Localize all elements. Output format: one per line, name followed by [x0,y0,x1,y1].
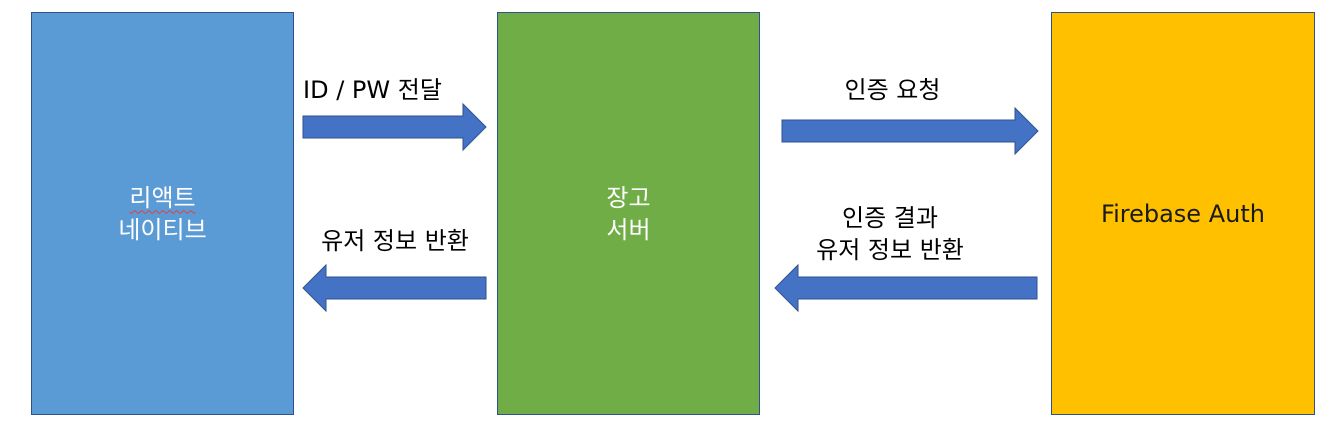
arrow-send-credentials [302,102,487,152]
firebase-label: Firebase Auth [1101,199,1265,228]
label-return-user-info: 유저 정보 반환 [321,227,469,255]
label-auth-result: 인증 결과 유저 정보 반환 [790,202,990,266]
django-label-line2: 서버 [606,215,651,244]
arrow-return-user-info [302,263,487,313]
firebase-auth-node: Firebase Auth [1051,12,1315,415]
django-label-line1: 장고 [606,183,651,212]
label-auth-result-line1: 인증 결과 [842,204,938,232]
react-native-node: 리액트 네이티브 [31,12,294,415]
label-send-credentials: ID / PW 전달 [303,76,442,104]
arrow-auth-result [774,263,1038,313]
django-server-node: 장고 서버 [497,12,760,415]
arrow-auth-request [781,106,1039,156]
react-native-label-line2: 네이티브 [118,215,207,244]
react-native-label-line1: 리액트 [129,183,196,212]
label-auth-result-line2: 유저 정보 반환 [816,236,964,264]
label-auth-request: 인증 요청 [844,76,941,104]
